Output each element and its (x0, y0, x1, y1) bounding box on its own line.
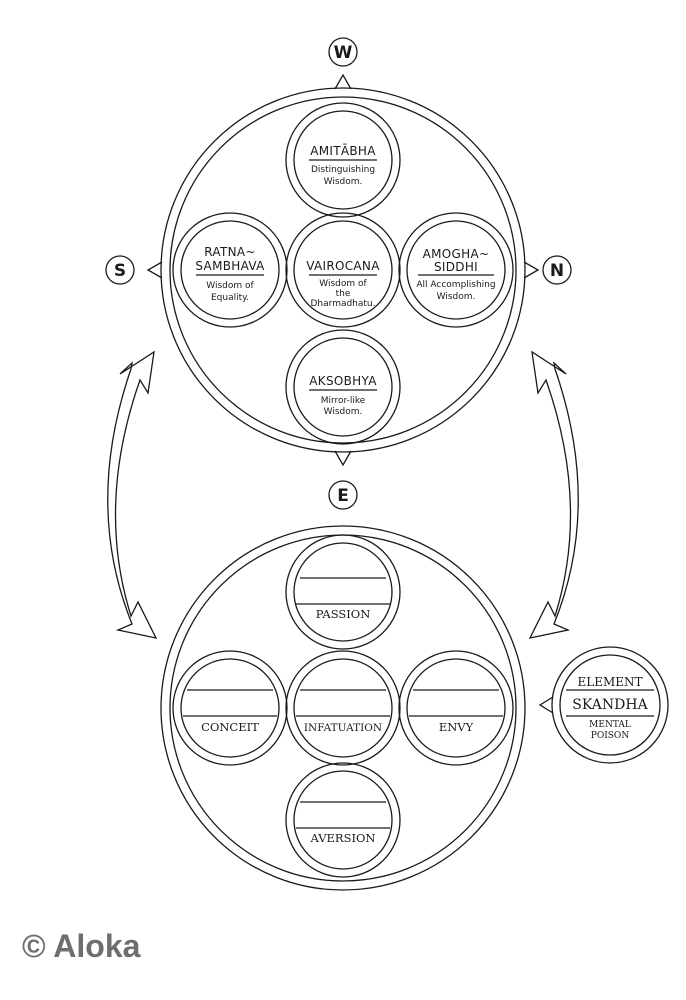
legend-disc (538, 646, 669, 764)
aksobhya-disc (285, 329, 401, 445)
east-label: E (337, 486, 349, 506)
amoghasiddhi-name-line-1: AMOGHA~ (423, 247, 490, 261)
amitabha-name: AMITĀBHA (310, 144, 376, 158)
lower-mandala-outer-ring (160, 525, 526, 891)
ratnasambhava-wisdom-line-1: Wisdom of (206, 281, 254, 291)
amitabha-wisdom-line-1: Distinguishing (311, 165, 375, 175)
aversion-disc (285, 762, 401, 878)
upper-mandala-outer-ring (160, 87, 526, 453)
aksobhya-wisdom-line-1: Mirror-like (321, 396, 366, 406)
north-pointer (523, 261, 540, 279)
envy-label: ENVY (439, 720, 474, 734)
amitabha-disc (285, 102, 401, 218)
legend-poison-line-1: MENTAL (589, 720, 631, 730)
south-badge (105, 255, 135, 285)
south-label: S (114, 261, 126, 281)
aksobhya-wisdom-line-2: Wisdom. (324, 407, 363, 417)
right-double-arrow (528, 350, 579, 639)
legend-element: ELEMENT (577, 675, 642, 689)
aversion-label: AVERSION (309, 831, 375, 845)
amitabha-wisdom-line-2: Wisdom. (324, 177, 363, 187)
east-badge (328, 480, 358, 510)
vairocana-disc (285, 212, 401, 328)
left-double-arrow (107, 350, 158, 639)
west-pointer (334, 73, 352, 90)
ratnasambhava-name-line-1: RATNA~ (204, 245, 256, 259)
vairocana-wisdom-line-2: the (336, 289, 351, 299)
south-pointer (146, 261, 163, 279)
passion-label: PASSION (316, 607, 371, 621)
infatuation-label: INFATUATION (304, 722, 382, 734)
vairocana-wisdom-line-1: Wisdom of (319, 279, 367, 289)
legend-pointer (538, 696, 554, 714)
ratnasambhava-wisdom-line-2: Equality. (211, 293, 249, 303)
copyright-notice: © Aloka (22, 928, 141, 964)
aksobhya-name: AKSOBHYA (309, 374, 377, 388)
passion-disc (285, 534, 401, 650)
ratnasambhava-name-line-2: SAMBHAVA (195, 259, 265, 273)
vairocana-wisdom-line-3: Dharmadhatu. (311, 299, 376, 309)
lower-mandala-inner-ring (169, 534, 517, 882)
north-label: N (550, 261, 564, 281)
lower-mandala (160, 525, 526, 891)
upper-mandala (146, 73, 540, 467)
amoghasiddhi-disc (398, 212, 514, 328)
conceit-disc (172, 650, 288, 766)
west-badge (328, 37, 358, 67)
amoghasiddhi-wisdom-line-1: All Accomplishing (416, 280, 495, 290)
legend-poison-line-2: POISON (591, 731, 630, 741)
north-badge (542, 255, 572, 285)
infatuation-disc (285, 650, 401, 766)
amoghasiddhi-wisdom-line-2: Wisdom. (437, 292, 476, 302)
east-pointer (334, 450, 352, 467)
west-label: W (334, 43, 353, 63)
conceit-label: CONCEIT (201, 720, 259, 734)
vairocana-name: VAIROCANA (306, 259, 380, 273)
legend-skandha: SKANDHA (572, 697, 648, 713)
ratnasambhava-disc (172, 212, 288, 328)
envy-disc (398, 650, 514, 766)
amoghasiddhi-name-line-2: SIDDHI (434, 260, 478, 274)
upper-mandala-inner-ring (169, 96, 517, 444)
